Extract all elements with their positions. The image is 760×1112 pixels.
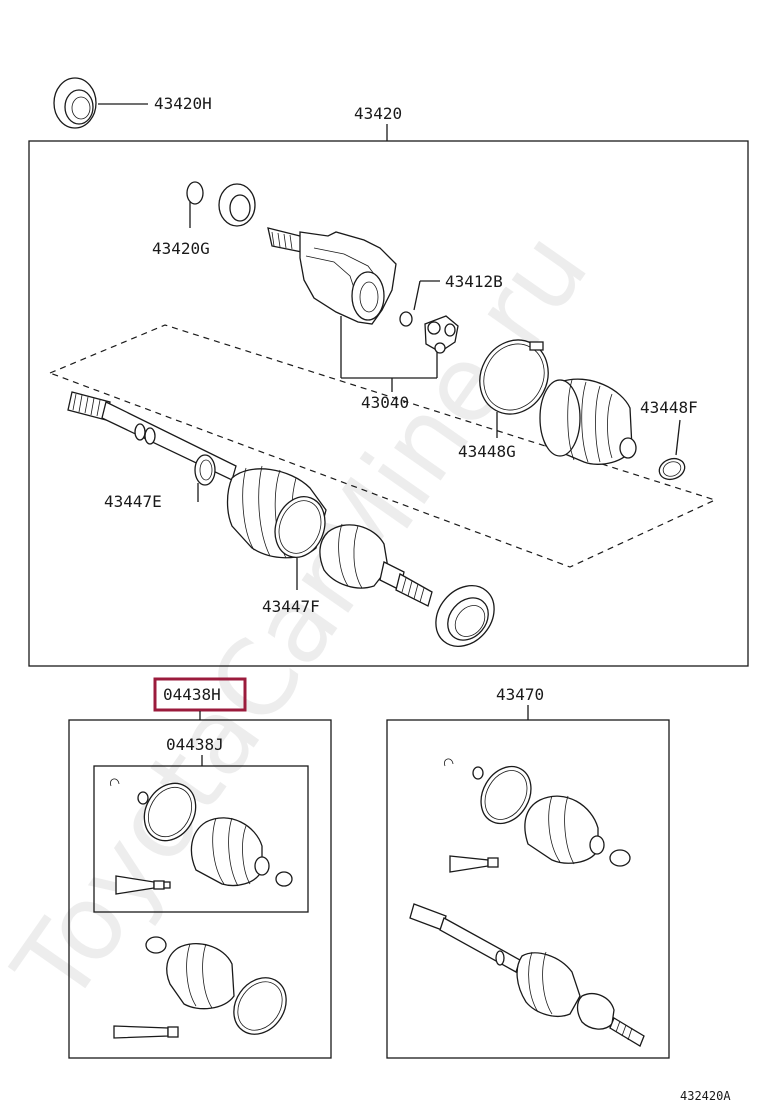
assembly-43420-box — [28, 140, 749, 667]
highlight-box-04438h — [153, 677, 247, 712]
snap-ring-43420g-drawing[interactable] — [186, 181, 204, 228]
label-04438j[interactable]: 04438J — [166, 735, 224, 754]
tripod-joint-drawing — [424, 315, 459, 378]
kit-43470-box — [386, 719, 670, 1059]
kit-04438h-parts-drawing — [113, 936, 287, 1039]
clamp-43448g-drawing[interactable] — [467, 328, 561, 438]
boot-kit-outline — [48, 324, 717, 568]
diagram-code: 432420A — [680, 1089, 731, 1103]
inboard-joint-drawing — [319, 523, 433, 607]
label-43420h[interactable]: 43420H — [154, 94, 212, 113]
clip-43412b-drawing[interactable] — [399, 280, 440, 327]
dust-seal-ring-drawing — [218, 183, 256, 227]
label-04438h[interactable]: 04438H — [163, 685, 221, 704]
kit-04438j-parts-drawing — [110, 778, 293, 895]
kit-43470-parts-drawing — [409, 758, 645, 1047]
label-43420[interactable]: 43420 — [354, 104, 402, 123]
watermark: ToyotaCarMine.ru — [0, 210, 612, 1025]
label-43412b[interactable]: 43412B — [445, 272, 503, 291]
outboard-joint-43040-drawing[interactable] — [267, 227, 397, 378]
label-43447f[interactable]: 43447F — [262, 597, 320, 616]
seal-43420h-drawing[interactable] — [53, 77, 148, 129]
label-43040[interactable]: 43040 — [361, 393, 409, 412]
label-43447e[interactable]: 43447E — [104, 492, 162, 511]
clamp-43447f-drawing[interactable] — [267, 490, 333, 590]
label-43420g[interactable]: 43420G — [152, 239, 210, 258]
kit-04438h-box — [68, 719, 332, 1059]
clamp-43447e-drawing[interactable] — [194, 454, 216, 502]
inboard-boot-drawing — [539, 378, 637, 465]
clamp-43448f-drawing[interactable] — [656, 419, 687, 483]
label-43448f[interactable]: 43448F — [640, 398, 698, 417]
label-43470[interactable]: 43470 — [496, 685, 544, 704]
label-43448g[interactable]: 43448G — [458, 442, 516, 461]
shaft-end-seal-drawing — [435, 585, 495, 647]
kit-04438j-box — [93, 765, 309, 913]
